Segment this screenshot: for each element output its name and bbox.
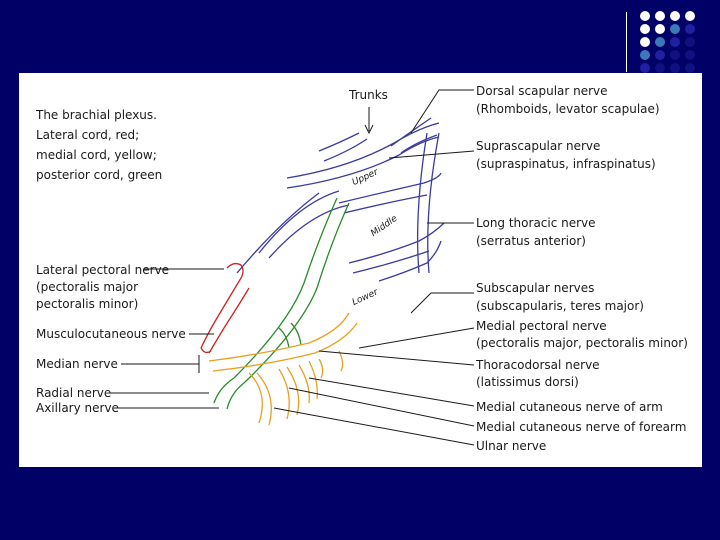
label-dorsal-scapular-1: Dorsal scapular nerve xyxy=(476,82,608,100)
label-medial-cutaneous-forearm: Medial cutaneous nerve of forearm xyxy=(476,418,686,436)
decorative-dot xyxy=(685,24,695,34)
caption-line-3: medial cord, yellow; xyxy=(36,145,162,165)
decorative-dot xyxy=(640,37,650,47)
label-suprascapular-2: (supraspinatus, infraspinatus) xyxy=(476,155,656,173)
decorative-dot xyxy=(685,37,695,47)
label-thoracodorsal-2: (latissimus dorsi) xyxy=(476,373,579,391)
label-lateral-pectoral-2: (pectoralis major xyxy=(36,278,138,296)
caption-line-1: The brachial plexus. xyxy=(36,105,162,125)
decorative-dot xyxy=(655,37,665,47)
label-ulnar: Ulnar nerve xyxy=(476,437,546,455)
label-medial-cutaneous-arm: Medial cutaneous nerve of arm xyxy=(476,398,663,416)
label-musculocutaneous: Musculocutaneous nerve xyxy=(36,325,186,343)
label-thoracodorsal-1: Thoracodorsal nerve xyxy=(476,356,600,374)
trunks-heading: Trunks xyxy=(349,86,388,104)
diagram-panel: The brachial plexus. Lateral cord, red; … xyxy=(19,73,702,467)
decorative-dot xyxy=(655,63,665,73)
decorative-dot xyxy=(655,50,665,60)
decorative-divider xyxy=(626,12,627,72)
label-dorsal-scapular-2: (Rhomboids, levator scapulae) xyxy=(476,100,660,118)
caption-line-2: Lateral cord, red; xyxy=(36,125,162,145)
label-medial-pectoral-2: (pectoralis major, pectoralis minor) xyxy=(476,334,688,352)
lateral-cord xyxy=(201,264,249,353)
decorative-dot xyxy=(685,63,695,73)
medial-cord xyxy=(209,313,357,425)
caption-block: The brachial plexus. Lateral cord, red; … xyxy=(36,105,162,185)
label-long-thoracic-1: Long thoracic nerve xyxy=(476,214,596,232)
decorative-dot xyxy=(640,50,650,60)
posterior-cord xyxy=(214,198,349,409)
label-long-thoracic-2: (serratus anterior) xyxy=(476,232,586,250)
label-medial-pectoral-1: Medial pectoral nerve xyxy=(476,317,607,335)
decorative-dot xyxy=(670,37,680,47)
decorative-dot xyxy=(685,50,695,60)
decorative-dot xyxy=(685,11,695,21)
label-median: Median nerve xyxy=(36,355,118,373)
label-subscapular-2: (subscapularis, teres major) xyxy=(476,297,644,315)
decorative-dot xyxy=(655,24,665,34)
label-subscapular-1: Subscapular nerves xyxy=(476,279,594,297)
decorative-dot xyxy=(670,11,680,21)
decorative-dot xyxy=(640,63,650,73)
label-lateral-pectoral-1: Lateral pectoral nerve xyxy=(36,261,169,279)
decorative-dot xyxy=(655,11,665,21)
trunks xyxy=(237,118,444,281)
decorative-dot xyxy=(670,50,680,60)
decorative-dot xyxy=(670,63,680,73)
label-axillary: Axillary nerve xyxy=(36,399,119,417)
label-lateral-pectoral-3: pectoralis minor) xyxy=(36,295,138,313)
decorative-dot xyxy=(640,11,650,21)
label-suprascapular-1: Suprascapular nerve xyxy=(476,137,600,155)
decorative-dot xyxy=(670,24,680,34)
caption-line-4: posterior cord, green xyxy=(36,165,162,185)
decorative-dot xyxy=(640,24,650,34)
decorative-dot-grid xyxy=(640,11,712,75)
